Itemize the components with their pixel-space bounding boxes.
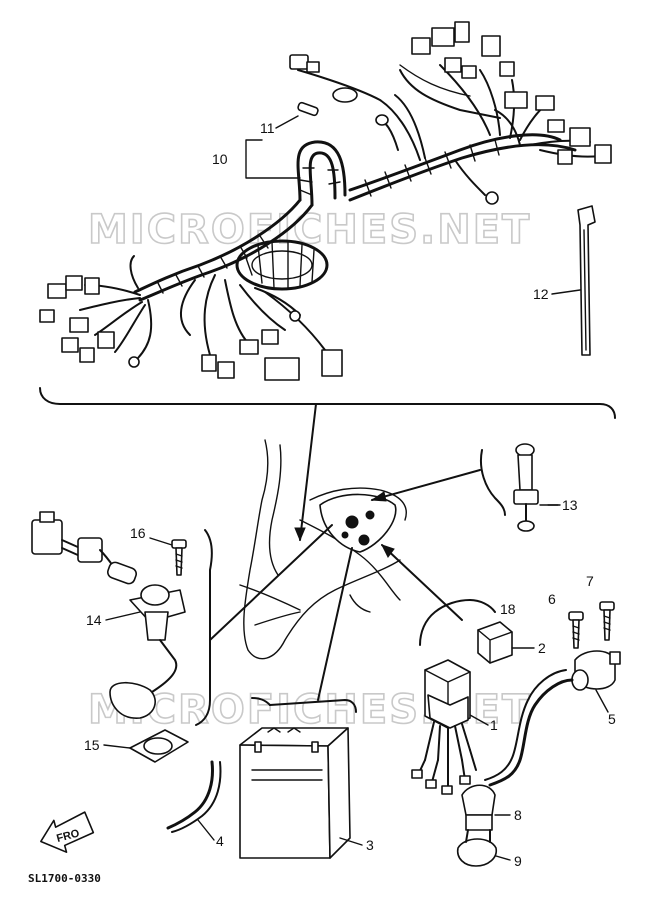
frame-outline bbox=[239, 439, 407, 660]
front-arrow-label: FRO bbox=[55, 827, 81, 845]
wire-harness bbox=[39, 21, 612, 381]
relay-18 bbox=[419, 599, 513, 664]
label-part-14: 14 bbox=[86, 612, 102, 628]
cable-tie bbox=[577, 205, 596, 356]
battery bbox=[239, 697, 357, 859]
front-arrow: FRO bbox=[40, 811, 95, 853]
gasket bbox=[129, 729, 189, 763]
label-part-7: 7 bbox=[586, 573, 594, 589]
breather-tube bbox=[166, 760, 222, 833]
label-part-15: 15 bbox=[84, 737, 100, 753]
fuel-sender bbox=[31, 511, 186, 719]
label-part-5: 5 bbox=[608, 711, 616, 727]
label-part-10: 10 bbox=[212, 151, 228, 167]
label-part-2: 2 bbox=[538, 640, 546, 656]
label-part-12: 12 bbox=[533, 286, 549, 302]
diagram-code: SL1700-0330 bbox=[28, 872, 101, 885]
label-part-13: 13 bbox=[562, 497, 578, 513]
label-part-3: 3 bbox=[366, 837, 374, 853]
harness-bracket bbox=[39, 387, 616, 419]
bolt-7 bbox=[599, 601, 615, 641]
label-part-18: 18 bbox=[500, 601, 516, 617]
label-part-1: 1 bbox=[490, 717, 498, 733]
screw bbox=[171, 539, 187, 576]
fuse bbox=[297, 101, 319, 117]
switch-assembly bbox=[513, 443, 539, 532]
igniter-unit bbox=[411, 659, 477, 795]
mount-cluster bbox=[319, 493, 397, 553]
label-part-8: 8 bbox=[514, 807, 522, 823]
label-part-11: 11 bbox=[260, 120, 275, 136]
label-part-16: 16 bbox=[130, 525, 146, 541]
label-part-4: 4 bbox=[216, 833, 224, 849]
bolt-6 bbox=[568, 611, 584, 649]
ignition-coil bbox=[456, 650, 621, 867]
label-part-9: 9 bbox=[514, 853, 522, 869]
label-part-6: 6 bbox=[548, 591, 556, 607]
